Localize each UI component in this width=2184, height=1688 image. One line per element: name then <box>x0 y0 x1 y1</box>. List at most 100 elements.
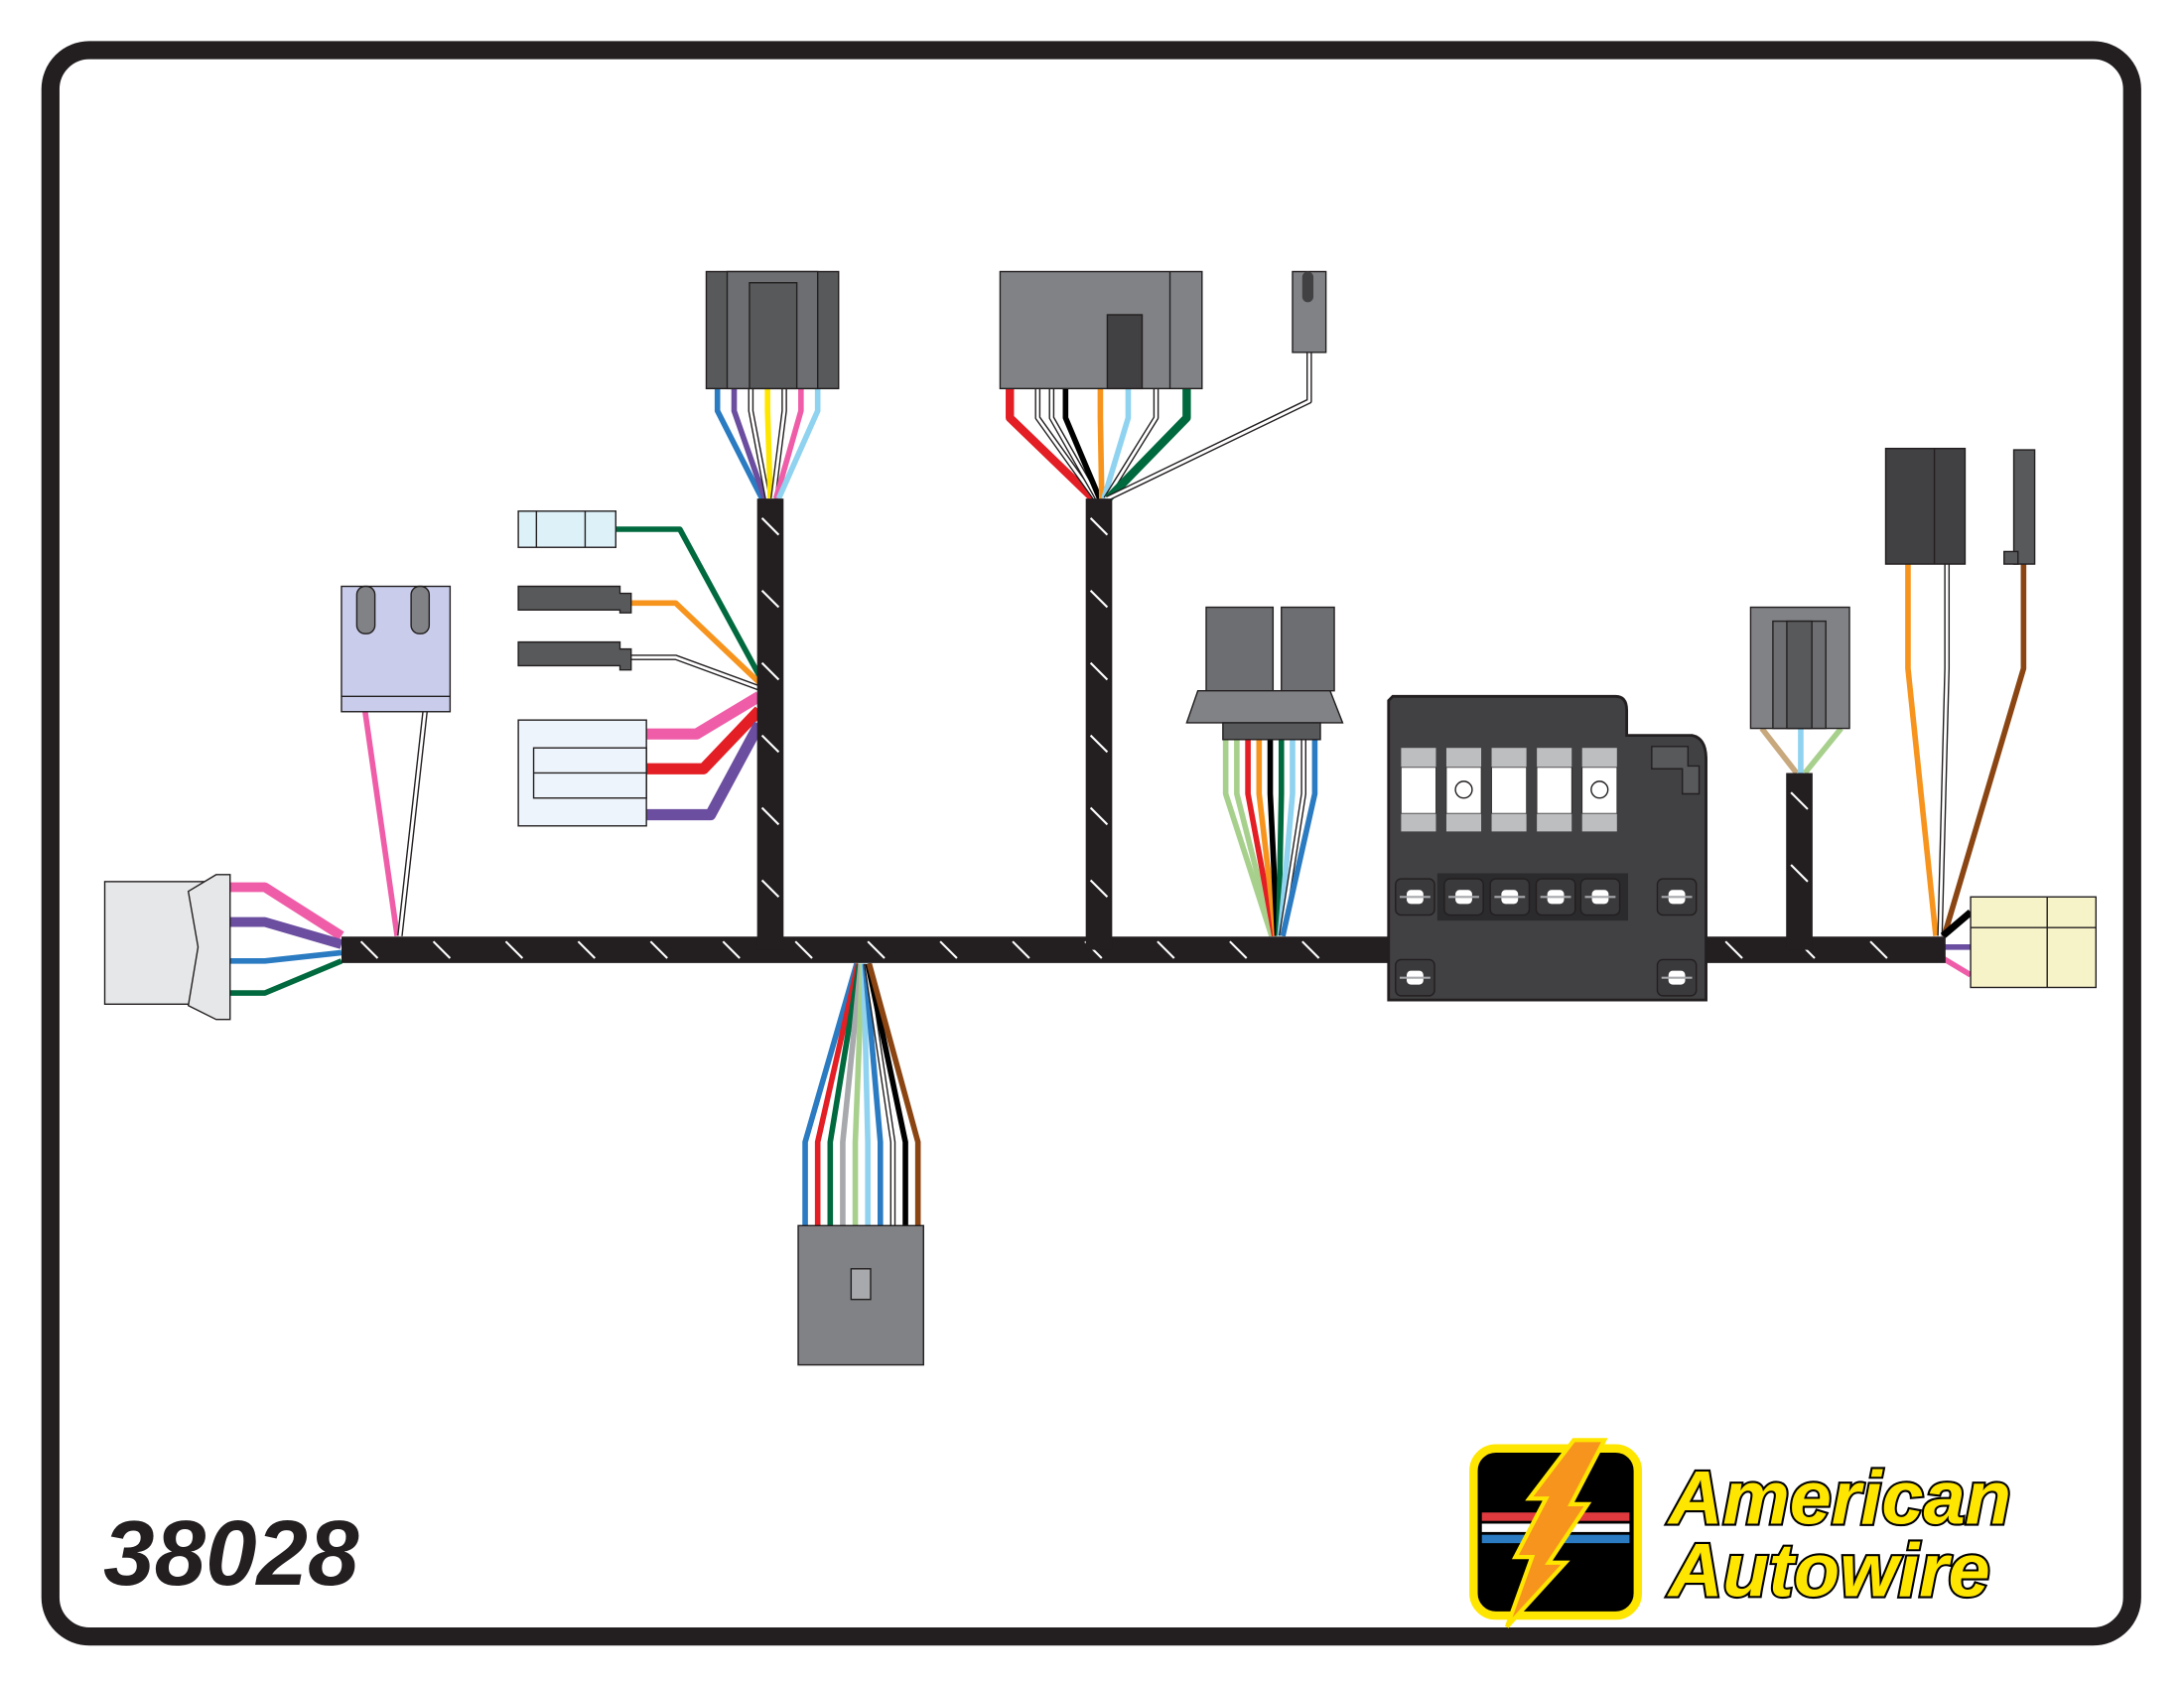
loom-stripe <box>1089 517 1109 536</box>
wire <box>749 388 769 499</box>
wire <box>775 388 821 500</box>
loom-stripe <box>760 879 780 899</box>
wire <box>1106 352 1311 500</box>
loom-stripe <box>722 940 741 959</box>
loom-stripe <box>1089 806 1109 826</box>
wire <box>840 963 864 1226</box>
loom-stripe <box>939 940 958 959</box>
cream-connector <box>1970 896 2098 989</box>
loom-stripe <box>359 940 379 959</box>
loom-stripe <box>432 940 452 959</box>
wire <box>362 711 400 936</box>
wire <box>1759 726 1799 775</box>
wire <box>229 958 343 996</box>
wire <box>1256 739 1279 936</box>
wire <box>1097 388 1105 499</box>
bullet-terminal <box>517 510 616 548</box>
wire <box>1035 388 1097 499</box>
middle-dark-connector <box>1185 606 1344 741</box>
loom-stripe <box>1089 661 1109 681</box>
fuse-window <box>1536 767 1572 814</box>
fuse-window <box>1401 767 1436 814</box>
loom-stripe <box>577 940 597 959</box>
bottom-grey-connector <box>797 1224 924 1366</box>
fuse-indicator <box>1454 780 1473 799</box>
single-pin-connector <box>1292 270 1327 353</box>
loom-stripe <box>1301 940 1320 959</box>
wire <box>1802 726 1843 775</box>
flat-terminal-white <box>517 640 632 671</box>
wire <box>802 962 860 1226</box>
fuse-window <box>1491 767 1527 814</box>
loom-stripe <box>1089 879 1109 899</box>
wire <box>229 916 343 949</box>
loom-stripe <box>760 589 780 609</box>
wire <box>866 962 921 1226</box>
wire <box>630 655 760 690</box>
wire <box>861 963 871 1226</box>
loom-stripe <box>649 940 668 959</box>
wire <box>1049 388 1099 499</box>
loom-stripe <box>1157 940 1175 959</box>
wire <box>646 706 763 774</box>
loom-stripe <box>760 806 780 826</box>
wire <box>1940 910 1974 939</box>
wire <box>1245 739 1278 937</box>
loom-stripe <box>760 734 780 754</box>
wire <box>1104 388 1158 499</box>
wire <box>1941 955 1973 978</box>
loom-stripe <box>1869 940 1888 959</box>
wire <box>1280 739 1305 936</box>
wire <box>615 526 762 677</box>
wire <box>1105 388 1191 502</box>
flat-terminal-orange <box>517 585 632 614</box>
loom-stripe <box>867 940 886 959</box>
wire <box>646 721 764 821</box>
wire <box>646 691 762 740</box>
loom-stripe <box>1229 940 1248 959</box>
harness-looms <box>341 498 1946 963</box>
wire <box>229 882 344 940</box>
loom-stripe <box>760 661 780 681</box>
loom-stripe <box>504 940 524 959</box>
loom-stripe <box>1790 864 1809 883</box>
lightning-bolt-icon <box>1505 1438 1608 1628</box>
wire <box>1276 739 1285 936</box>
wire <box>714 388 765 500</box>
wire <box>862 963 884 1226</box>
wire <box>229 949 342 964</box>
right-grey-connector <box>1749 606 1850 730</box>
loom-stripe <box>1790 791 1809 810</box>
fuse-box-tab <box>1651 746 1701 795</box>
lavender-connector <box>341 585 452 713</box>
brand-line-2: Autowire <box>1667 1528 1990 1613</box>
american-autowire-logo: American Autowire <box>1469 1438 2013 1628</box>
wire <box>1234 739 1277 937</box>
wire <box>852 963 866 1226</box>
loom-stripe <box>794 940 813 959</box>
wire <box>1938 564 1949 936</box>
fuse-indicator <box>1590 780 1609 799</box>
loom-stripe <box>760 517 780 536</box>
white-4pin-connector <box>517 719 647 827</box>
wires <box>229 352 2027 1226</box>
wire <box>1905 564 1939 936</box>
right-dark-connector <box>1884 447 1967 565</box>
wire <box>814 963 862 1226</box>
right-single-terminal <box>2003 449 2036 565</box>
wire <box>1062 388 1103 500</box>
wire <box>731 388 768 500</box>
wire <box>398 711 427 936</box>
loom-stripe <box>1089 734 1109 754</box>
wire <box>865 963 894 1226</box>
loom-stripe <box>1724 940 1743 959</box>
loom-stripe <box>1012 940 1030 959</box>
wire <box>1101 388 1132 499</box>
fuse-box <box>1387 694 1707 1002</box>
wire <box>1280 739 1318 937</box>
wire <box>630 600 761 685</box>
wire <box>1006 388 1097 502</box>
wire <box>771 388 786 499</box>
wire <box>1941 564 2027 937</box>
